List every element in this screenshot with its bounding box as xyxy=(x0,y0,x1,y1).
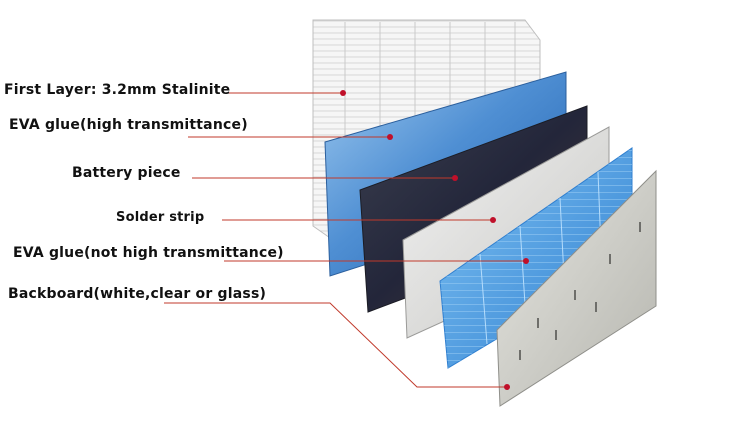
marker-dot-layer1 xyxy=(340,90,346,96)
label-solder-strip: Solder strip xyxy=(116,210,204,225)
label-battery-piece: Battery piece xyxy=(72,165,181,181)
marker-dot-layer6 xyxy=(504,384,510,390)
marker-dot-layer3 xyxy=(452,175,458,181)
label-eva-not-high-transmittance: EVA glue(not high transmittance) xyxy=(13,245,284,261)
marker-dot-layer2 xyxy=(387,134,393,140)
label-first-layer: First Layer: 3.2mm Stalinite xyxy=(4,82,230,98)
marker-dot-layer5 xyxy=(523,258,529,264)
marker-dot-layer4 xyxy=(490,217,496,223)
label-backboard: Backboard(white,clear or glass) xyxy=(8,286,266,302)
label-eva-high-transmittance: EVA glue(high transmittance) xyxy=(9,117,248,133)
